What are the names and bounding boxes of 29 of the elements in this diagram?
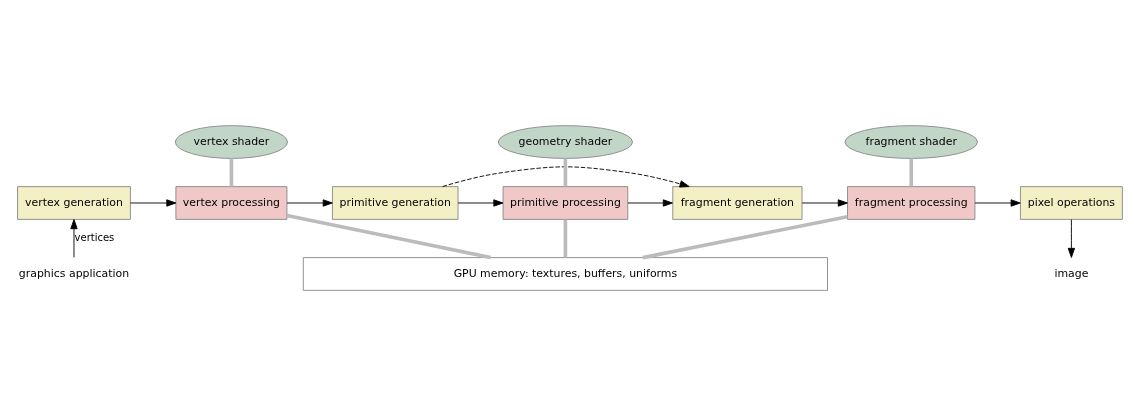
node-box: pixel operations [1019,186,1123,220]
node-box: primitive generation [331,186,459,220]
arrow [442,166,690,188]
node-box: vertex generation [17,186,131,220]
arrow [130,199,177,207]
node-text: image [1054,266,1089,280]
arrow [801,199,848,207]
node-box: fragment generation [672,186,803,220]
connector [286,213,491,260]
connector [909,158,914,187]
arrow [70,219,78,258]
connector [563,158,568,187]
arrow [457,199,504,207]
node-box: primitive processing [502,186,629,220]
arrow [974,199,1021,207]
arrow [286,199,333,207]
node-ellipse: fragment shader [844,125,978,159]
connector [642,214,848,260]
arrow [627,199,673,207]
node-ellipse: geometry shader [497,125,633,159]
node-text: graphics application [18,266,130,280]
edge-label: vertices [74,232,115,244]
connector [229,158,234,187]
arrow [1067,219,1076,258]
node-box: fragment processing [847,186,976,220]
node-box: vertex processing [175,186,288,220]
connector [563,219,568,258]
node-box: GPU memory: textures, buffers, uniforms [302,257,828,291]
node-ellipse: vertex shader [174,125,288,159]
